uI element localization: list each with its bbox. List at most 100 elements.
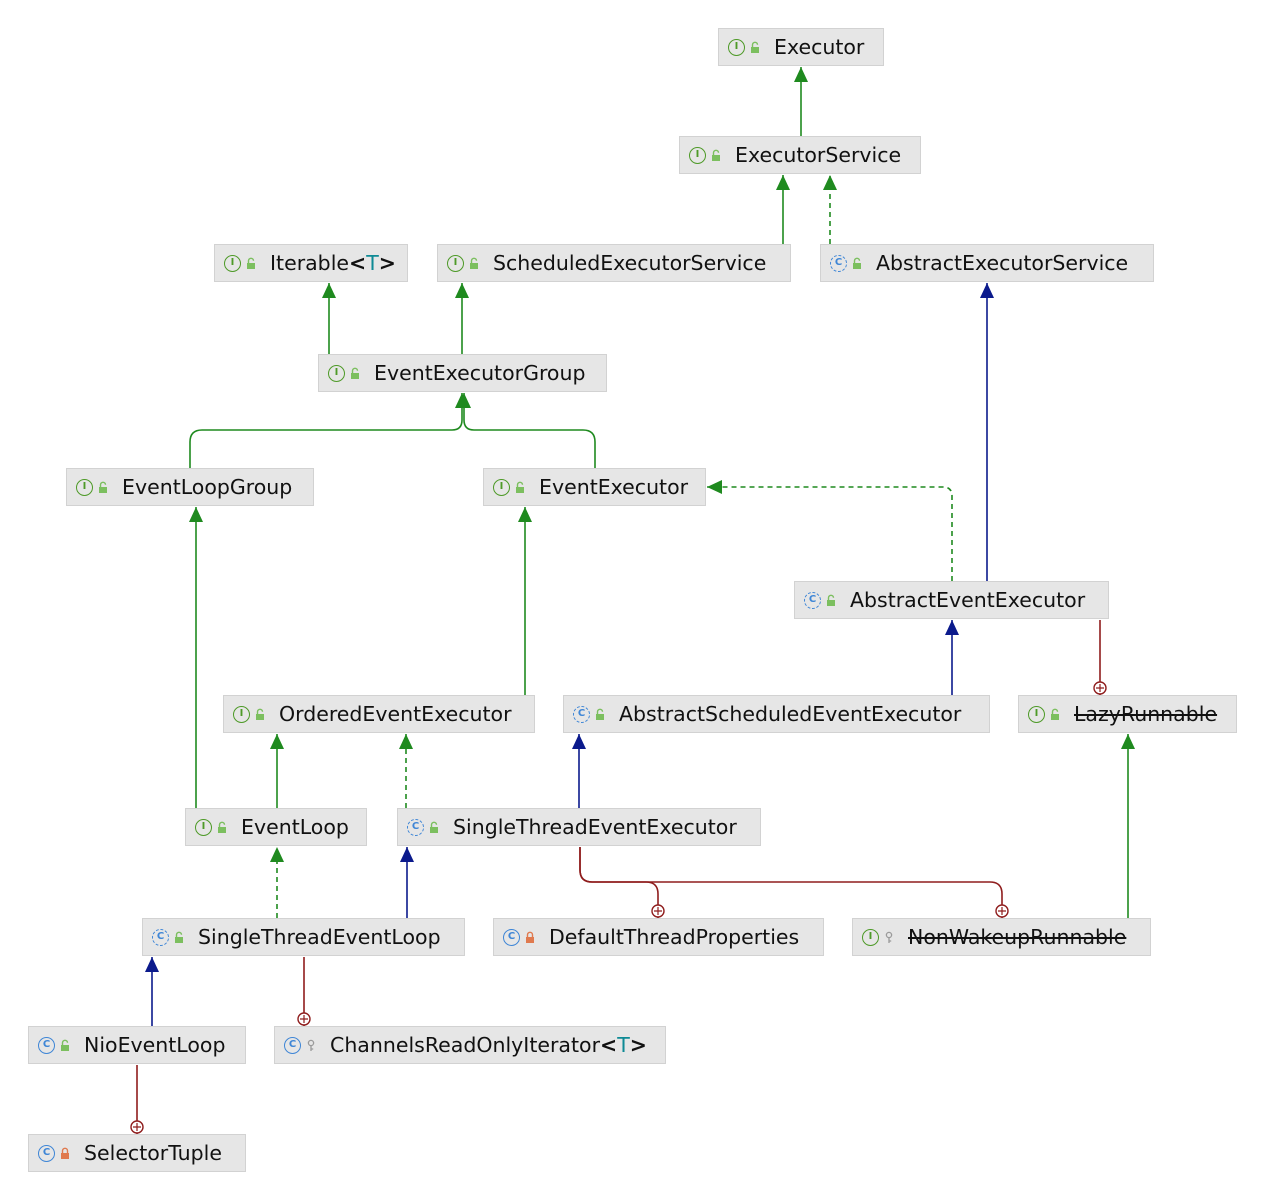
public-lock-icon xyxy=(750,40,760,54)
arrowhead xyxy=(270,847,284,862)
edge-extends-interface-ordered-event-executor-to-event-executor xyxy=(518,507,532,695)
node-label: SelectorTuple xyxy=(84,1141,222,1165)
node-channels-read-only-iterator[interactable]: C ChannelsReadOnlyIterator<T> xyxy=(274,1026,666,1064)
edge-implements-abstract-executor-service-to-executor-service xyxy=(823,175,837,244)
public-lock-icon xyxy=(350,366,360,380)
public-lock-icon xyxy=(246,256,256,270)
node-label: EventLoopGroup xyxy=(122,475,293,499)
public-lock-icon xyxy=(255,707,265,721)
node-label: Iterable<T> xyxy=(270,251,396,275)
edge-extends-interface-event-executor-group-to-scheduled-executor-service xyxy=(455,283,469,354)
package-visibility-icon xyxy=(884,930,894,944)
arrowhead xyxy=(270,734,284,749)
node-label: DefaultThreadProperties xyxy=(549,925,800,949)
public-lock-icon xyxy=(711,148,721,162)
edge-implements-abstract-event-executor-to-event-executor xyxy=(707,480,953,581)
node-single-thread-event-loop[interactable]: C SingleThreadEventLoop xyxy=(142,918,465,956)
interface-icon: I xyxy=(493,478,510,496)
edge-extends-class-single-thread-event-loop-to-single-thread-event-executor xyxy=(400,847,414,918)
node-label: SingleThreadEventLoop xyxy=(198,925,441,949)
arrowhead xyxy=(322,283,336,298)
public-lock-icon xyxy=(217,820,227,834)
edge-extends-interface-event-executor-group-to-iterable xyxy=(322,283,336,354)
arrowhead xyxy=(455,283,469,298)
interface-icon: I xyxy=(328,364,345,382)
edge-implements-single-thread-event-executor-to-ordered-event-executor xyxy=(399,734,413,808)
arrowhead xyxy=(399,734,413,749)
edge-extends-interface-event-executor-to-event-executor-group xyxy=(457,393,596,468)
public-lock-icon xyxy=(852,256,862,270)
interface-icon: I xyxy=(195,818,212,836)
edge-extends-class-nio-event-loop-to-single-thread-event-loop xyxy=(145,957,159,1026)
public-lock-icon xyxy=(469,256,479,270)
node-event-executor[interactable]: I EventExecutor xyxy=(483,468,706,506)
edge-inner-nio-event-loop-to-selector-tuple xyxy=(130,1065,144,1134)
public-lock-icon xyxy=(60,1038,70,1052)
arrowhead xyxy=(189,507,203,522)
node-single-thread-event-executor[interactable]: C SingleThreadEventExecutor xyxy=(397,808,761,846)
node-event-executor-group[interactable]: I EventExecutorGroup xyxy=(318,354,607,392)
arrowhead xyxy=(145,957,159,972)
public-lock-icon xyxy=(515,480,525,494)
arrowhead xyxy=(707,480,722,494)
edge-extends-interface-event-loop-group-to-event-executor-group xyxy=(189,393,469,468)
edge-extends-interface-event-loop-to-ordered-event-executor xyxy=(270,734,284,808)
node-label: EventExecutor xyxy=(539,475,689,499)
edge-extends-interface-scheduled-executor-service-to-executor-service xyxy=(776,175,790,244)
arrowhead xyxy=(400,847,414,862)
private-lock-icon xyxy=(60,1146,70,1160)
public-lock-icon xyxy=(98,480,108,494)
node-label: LazyRunnable xyxy=(1074,702,1218,726)
node-label: ExecutorService xyxy=(735,143,902,167)
type-parameter: <T> xyxy=(600,1033,647,1057)
package-visibility-icon xyxy=(306,1038,316,1052)
edge-extends-class-abstract-scheduled-event-executor-to-abstract-event-executor xyxy=(945,620,959,695)
class-icon: C xyxy=(284,1036,301,1054)
public-lock-icon xyxy=(174,930,184,944)
node-label: SingleThreadEventExecutor xyxy=(453,815,737,839)
edge-extends-interface-executor-service-to-executor xyxy=(794,67,808,136)
edge-extends-interface-event-loop-to-event-loop-group xyxy=(189,507,203,808)
private-lock-icon xyxy=(525,930,535,944)
arrowhead xyxy=(945,620,959,635)
edge-inner-single-thread-event-loop-to-channels-read-only-iterator xyxy=(297,957,311,1026)
node-selector-tuple[interactable]: C SelectorTuple xyxy=(28,1134,246,1172)
public-lock-icon xyxy=(595,707,605,721)
interface-icon: I xyxy=(728,38,745,56)
node-label: AbstractEventExecutor xyxy=(850,588,1086,612)
node-label: ChannelsReadOnlyIterator<T> xyxy=(330,1033,647,1057)
arrowhead xyxy=(980,283,994,298)
abstract-class-icon: C xyxy=(830,254,847,272)
public-lock-icon xyxy=(1050,707,1060,721)
node-label: EventExecutorGroup xyxy=(374,361,586,385)
interface-icon: I xyxy=(447,254,464,272)
arrowhead xyxy=(572,734,586,749)
edge-extends-class-single-thread-event-executor-to-abstract-scheduled-event-executor xyxy=(572,734,586,808)
node-label: OrderedEventExecutor xyxy=(279,702,512,726)
arrowhead xyxy=(823,175,837,190)
abstract-class-icon: C xyxy=(152,928,169,946)
edge-inner-single-thread-event-executor-to-non-wakeup-runnable xyxy=(579,847,1009,918)
abstract-class-icon: C xyxy=(407,818,424,836)
arrowhead xyxy=(794,67,808,82)
class-icon: C xyxy=(38,1144,55,1162)
public-lock-icon xyxy=(826,593,836,607)
class-icon: C xyxy=(38,1036,55,1054)
edge-inner-abstract-event-executor-to-lazy-runnable xyxy=(1093,620,1107,695)
arrowhead xyxy=(776,175,790,190)
